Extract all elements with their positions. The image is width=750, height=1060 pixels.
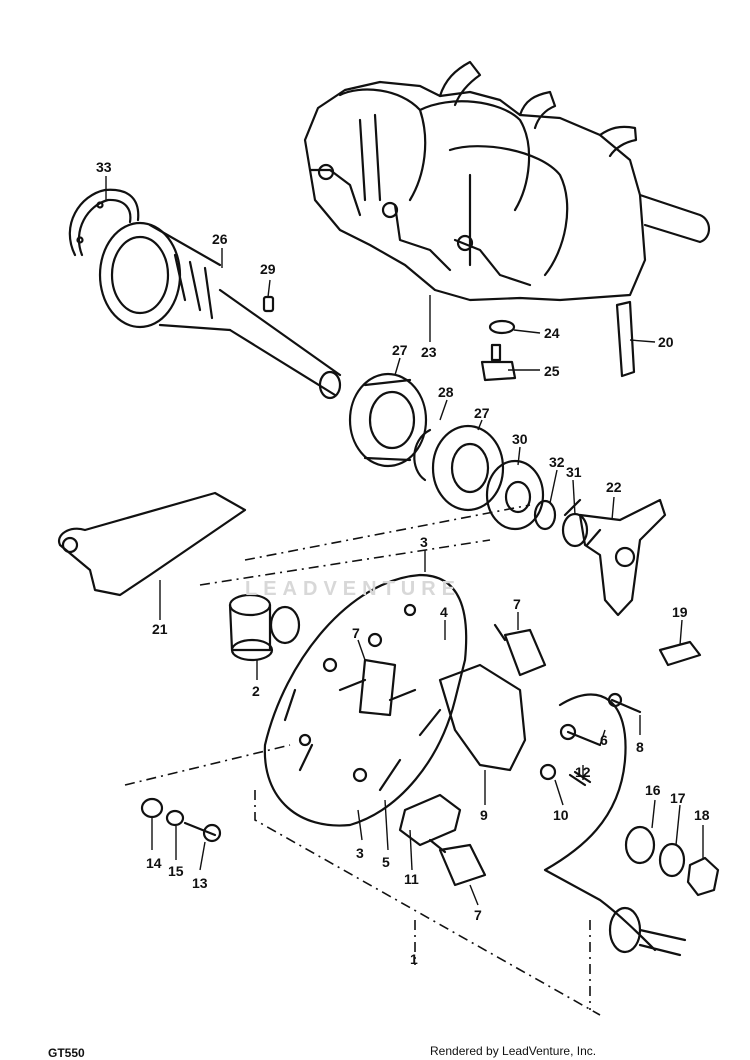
pin xyxy=(262,295,275,313)
callout-27-upper: 27 xyxy=(392,342,408,358)
callout-9: 9 xyxy=(480,807,488,823)
bearing-lower xyxy=(431,424,505,512)
callout-2: 2 xyxy=(252,683,260,699)
lever xyxy=(57,491,247,597)
ignition-coil-assembly xyxy=(303,60,711,302)
base-plate xyxy=(263,573,468,827)
condenser xyxy=(398,793,462,847)
washer xyxy=(488,319,516,335)
callout-3-lower: 3 xyxy=(356,845,364,861)
callout-26: 26 xyxy=(212,231,228,247)
reference-line xyxy=(199,539,491,586)
callout-17: 17 xyxy=(670,790,686,806)
snap-ring xyxy=(413,428,432,482)
callout-29: 29 xyxy=(260,261,276,277)
bracket xyxy=(578,498,667,617)
reference-line xyxy=(244,504,531,561)
washer-10 xyxy=(539,763,557,781)
screw-13 xyxy=(183,821,222,843)
callout-7-left: 7 xyxy=(352,625,360,641)
callout-7-right: 7 xyxy=(513,596,521,612)
watermark: LEADVENTURE xyxy=(245,578,462,600)
callout-28: 28 xyxy=(438,384,454,400)
nut-18 xyxy=(686,856,720,897)
callout-11: 11 xyxy=(404,871,419,887)
callout-23: 23 xyxy=(421,344,437,360)
clip xyxy=(615,300,636,378)
callout-4: 4 xyxy=(440,604,448,620)
callout-32: 32 xyxy=(549,454,565,470)
callout-12: 12 xyxy=(575,764,591,780)
callout-19: 19 xyxy=(672,604,688,620)
callout-22: 22 xyxy=(606,479,622,495)
callout-10: 10 xyxy=(553,807,569,823)
callout-21: 21 xyxy=(152,621,168,637)
callout-3-upper: 3 xyxy=(420,534,428,550)
callout-27-lower: 27 xyxy=(474,405,490,421)
callout-31: 31 xyxy=(566,464,582,480)
screw-6 xyxy=(559,723,602,747)
bracket-hole xyxy=(614,546,636,568)
callout-8: 8 xyxy=(636,739,644,755)
circlip xyxy=(68,188,140,257)
rotor-shaft xyxy=(98,221,342,400)
washer-14 xyxy=(140,797,164,819)
grommet xyxy=(608,906,687,957)
render-credit: Rendered by LeadVenture, Inc. xyxy=(430,1044,597,1058)
contact-breaker-upper xyxy=(338,658,417,717)
washer-16 xyxy=(624,825,656,865)
callout-30: 30 xyxy=(512,431,528,447)
callout-18: 18 xyxy=(694,807,710,823)
callout-5: 5 xyxy=(382,854,390,870)
callout-6: 6 xyxy=(600,732,608,748)
wiring-harness xyxy=(543,693,657,952)
bearing-upper xyxy=(348,372,428,468)
bolt xyxy=(480,343,517,382)
sleeve xyxy=(228,593,301,662)
callout-15: 15 xyxy=(168,863,184,879)
callout-25: 25 xyxy=(544,363,560,379)
contact-breaker-right xyxy=(493,623,547,677)
contact-breaker-lower xyxy=(428,838,487,887)
reference-line xyxy=(254,790,601,1016)
oil-seal xyxy=(485,459,545,531)
callout-7-lower: 7 xyxy=(474,907,482,923)
lock-washer-15 xyxy=(165,809,185,827)
callout-14: 14 xyxy=(146,855,162,871)
o-ring xyxy=(533,499,557,531)
advancer xyxy=(438,663,527,772)
callout-33: 33 xyxy=(96,159,112,175)
screw-8 xyxy=(607,692,642,714)
model-code: GT550 xyxy=(48,1046,85,1060)
cable-clamp xyxy=(658,640,702,667)
callout-16: 16 xyxy=(645,782,661,798)
callout-13: 13 xyxy=(192,875,208,891)
callout-20: 20 xyxy=(658,334,674,350)
lock-washer-17 xyxy=(658,842,686,878)
callout-24: 24 xyxy=(544,325,560,341)
callout-1: 1 xyxy=(410,951,418,967)
reference-line xyxy=(124,744,291,786)
